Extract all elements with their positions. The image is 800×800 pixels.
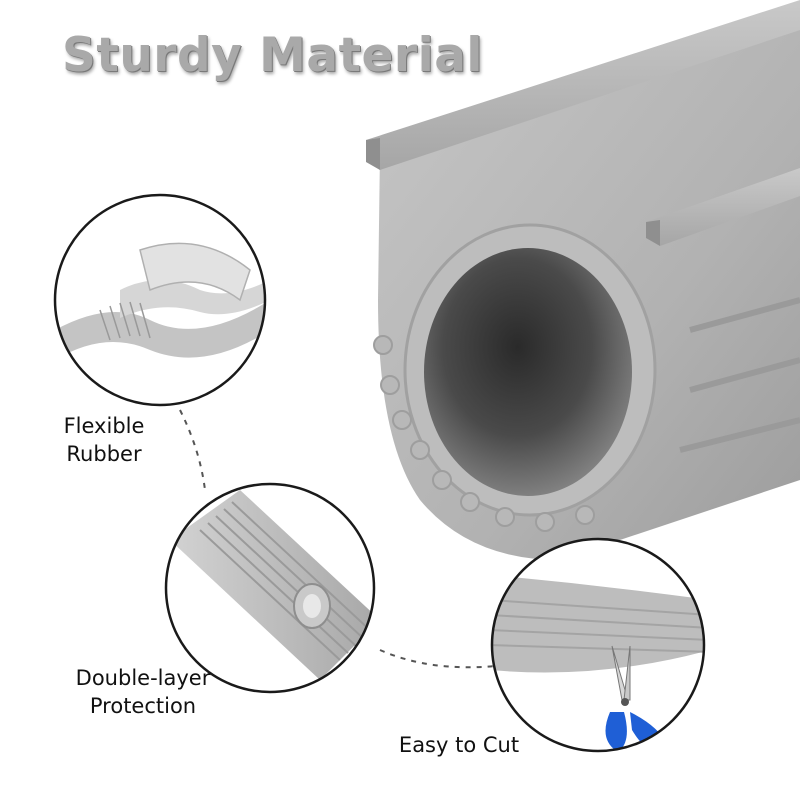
double-layer-label: Double-layer Protection <box>58 664 228 720</box>
easy-cut-label: Easy to Cut <box>398 733 520 757</box>
flexible-rubber-detail <box>53 193 267 407</box>
double-layer-label-line2: Protection <box>89 694 197 718</box>
main-seal-tube <box>366 0 800 560</box>
easy-cut-detail <box>490 537 706 753</box>
double-layer-detail <box>164 482 376 694</box>
flexible-rubber-label: Flexible Rubber <box>44 412 164 468</box>
flexible-rubber-label-line1: Flexible <box>63 414 145 438</box>
page-title: Sturdy Material <box>62 28 484 83</box>
connector-lines <box>179 409 497 669</box>
double-layer-label-line1: Double-layer <box>75 666 211 690</box>
flexible-rubber-label-line2: Rubber <box>66 442 142 466</box>
